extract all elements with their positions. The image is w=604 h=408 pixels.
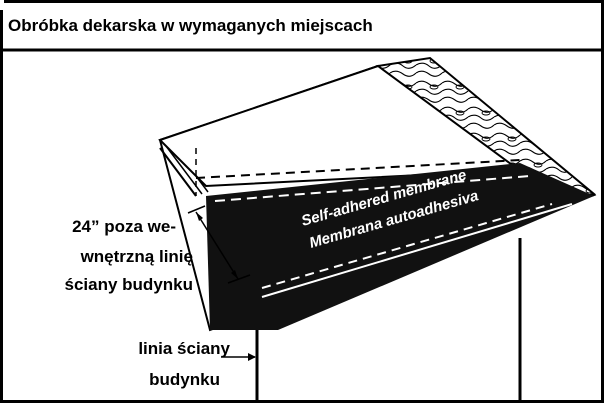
underlayment-dashed-line xyxy=(195,159,521,179)
dimension-tick-bottom xyxy=(227,274,251,284)
wall-label-arrow xyxy=(248,353,256,361)
membrane-lower-seam xyxy=(261,203,573,298)
membrane-top-dashed xyxy=(214,175,531,202)
deck-edge-1 xyxy=(159,147,197,197)
dimension-tick-top xyxy=(187,205,206,214)
membrane-sheet xyxy=(206,163,594,330)
offset-label-line2: wnętrzną linię xyxy=(80,247,193,266)
offset-label-line3: ściany budynku xyxy=(65,275,193,294)
wall-label-line1: linia ściany xyxy=(138,339,230,358)
dimension-arrow-top xyxy=(196,212,203,221)
caption-text: Obróbka dekarska w wymaganych miejscach xyxy=(8,16,373,35)
caption-gap xyxy=(0,0,4,10)
dimension-line xyxy=(195,211,239,280)
membrane-lower-dashed xyxy=(261,203,553,289)
offset-label-line1: 24” poza we- xyxy=(72,217,176,236)
dimension-arrow-bottom xyxy=(231,270,238,279)
wall-label-line2: budynku xyxy=(149,370,220,389)
